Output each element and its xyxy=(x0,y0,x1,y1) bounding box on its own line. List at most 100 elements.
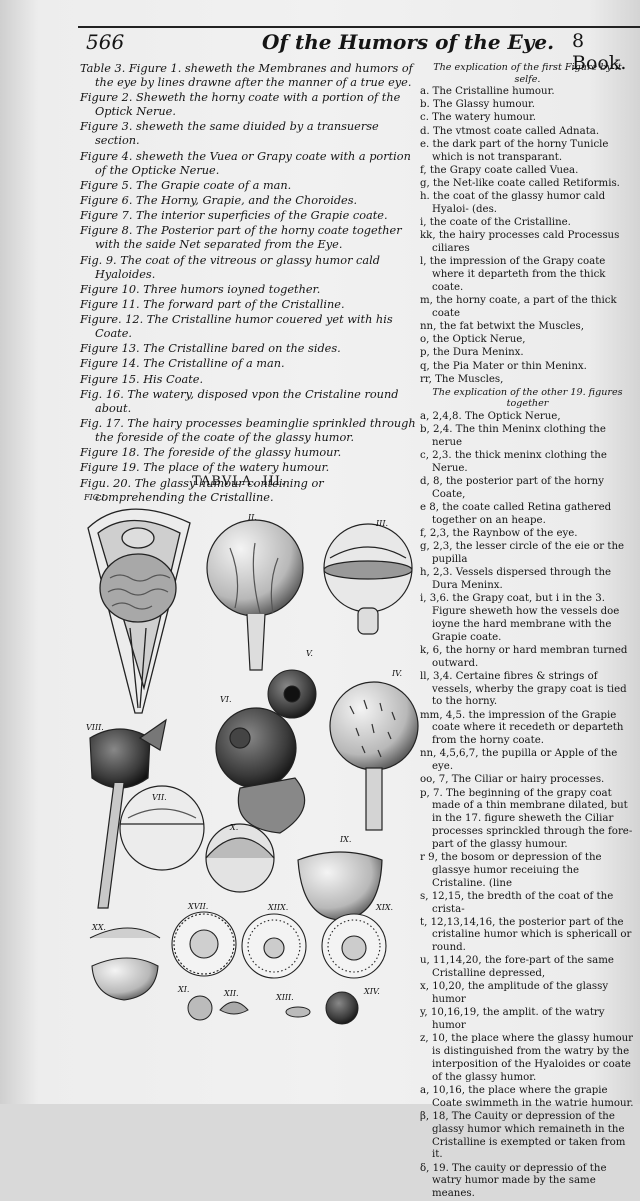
explication-column: The explication of the first Figure by i… xyxy=(420,62,635,1201)
explication-other-heading: The explication of the other 19. figures… xyxy=(432,386,623,410)
figure-caption: Figure 7. The interior superficies of th… xyxy=(80,209,388,223)
explication-item: k, 6, the horny or hard membran turned o… xyxy=(420,644,628,669)
explication-item: i, the coate of the Cristalline. xyxy=(420,217,571,229)
figure-caption: Figure 5. The Grapie coate of a man. xyxy=(80,178,292,192)
figure-17-label: XVII. xyxy=(187,902,208,911)
figure-caption: Figure 15. His Coate. xyxy=(80,372,204,386)
figure-17-hairy-processes: XVII. xyxy=(171,902,237,977)
explication-item: z, 10, the place where the glassy humour… xyxy=(420,1033,634,1083)
figure-14-cristalline-man: XIV. xyxy=(325,987,380,1025)
figure-14-label: XIV. xyxy=(363,987,380,996)
figure-caption: Fig. 17. The hairy processes beaminglie … xyxy=(80,417,416,444)
figure-caption: Figure 18. The foreside of the glassy hu… xyxy=(80,446,342,460)
explication-item: mm, 4,5. the impression of the Grapie co… xyxy=(420,709,624,747)
explication-first-heading: The explication of the first Figure by i… xyxy=(433,62,622,85)
running-title: Of the Humors of the Eye. xyxy=(262,30,555,54)
figure-caption: Figure 2. Sheweth the horny coate with a… xyxy=(80,91,401,119)
figure-8-label: VIII. xyxy=(86,723,104,732)
figure-caption: Figure 10. Three humors ioyned together. xyxy=(80,282,321,296)
explication-item: a, 2,4,8. The Optick Nerue, xyxy=(420,410,561,422)
figure-caption: Figure 6. The Horny, Grapie, and the Cho… xyxy=(80,193,358,207)
figure-20-label: XX. xyxy=(91,923,106,932)
explication-item: p, the Dura Meninx. xyxy=(420,347,524,359)
explication-item: rr, The Muscles, xyxy=(420,373,504,385)
figure-18-foreside-glassy: XIIX. xyxy=(241,903,307,979)
figure-19-watery-place: XIX. xyxy=(321,903,393,979)
explication-item: x, 10,20, the amplitude of the glassy hu… xyxy=(420,981,609,1006)
explication-item: s, 12,15, the bredth of the coat of the … xyxy=(420,890,614,915)
figure-10-three-humors: X. xyxy=(205,823,275,893)
explication-item: y, 10,16,19, the amplit. of the watry hu… xyxy=(420,1007,605,1032)
header-rule xyxy=(78,26,640,28)
figure-caption: Fig. 9. The coat of the vitreous or glas… xyxy=(80,253,380,281)
figure-8-posterior-horny: VIII. xyxy=(86,718,167,909)
figure-caption: Figure. 12. The Cristalline humor couere… xyxy=(80,313,393,341)
figure-caption: Table 3. Figure 1. sheweth the Membranes… xyxy=(80,62,413,89)
explication-item: d, 8, the posterior part of the horny Co… xyxy=(420,476,604,500)
explication-item: f, 2,3, the Raynbow of the eye. xyxy=(420,528,578,540)
explication-item: t, 12,13,14,16, the posterior part of th… xyxy=(420,916,632,954)
figure-18-label: XIIX. xyxy=(267,903,288,912)
figure-11-label: XI. xyxy=(177,985,189,994)
figure-1-eye-section: FIG.I. xyxy=(83,493,191,714)
figure-20-glassy-humour: XX. xyxy=(89,923,161,1001)
explication-other-list: a, 2,4,8. The Optick Nerue, b, 2,4. The t… xyxy=(420,411,635,1201)
explication-item: h. the coat of the glassy humor cald Hya… xyxy=(420,191,606,215)
explication-item: nn, the fat betwixt the Muscles, xyxy=(420,321,584,333)
explication-item: g, 2,3, the lesser circle of the eie or … xyxy=(420,541,625,566)
figure-caption: Figure 19. The place of the watery humou… xyxy=(80,461,330,475)
figure-caption: Figure 3. sheweth the same diuided by a … xyxy=(80,120,379,148)
explication-item: a, 10,16, the place where the grapie Coa… xyxy=(420,1085,634,1109)
book-number: 8 Book. xyxy=(572,30,627,74)
explication-item: kk, the hairy processes cald Processus c… xyxy=(420,230,620,255)
explication-item: f, the Grapy coate called Vuea. xyxy=(420,164,579,176)
explication-item: δ, 19. The cauity or depressio of the wa… xyxy=(420,1162,607,1200)
figure-5-grapie-coat: V. xyxy=(267,649,317,719)
figure-12-cristalline-coated: XII. xyxy=(219,989,249,1015)
explication-item: c. The watery humour. xyxy=(420,112,537,124)
figure-6-label: VI. xyxy=(220,695,231,704)
figure-caption: Figure 11. The forward part of the Crist… xyxy=(80,297,345,311)
explication-item: ll, 3,4. Certaine fibres & strings of ve… xyxy=(420,670,627,708)
figure-6-horny-grapie-choroides: VI. xyxy=(215,695,306,834)
explication-item: i, 3,6. the Grapy coat, but i in the 3. … xyxy=(420,593,620,643)
explication-item: β, 18, The Cauity or depression of the g… xyxy=(420,1110,626,1161)
explication-item: c, 2,3. the thick meninx clothing the Ne… xyxy=(420,450,607,474)
explication-item: m, the horny coate, a part of the thick … xyxy=(420,295,617,319)
figure-2-horny-coat: II. xyxy=(206,513,304,671)
figure-4-label: IV. xyxy=(391,669,402,678)
explication-item: oo, 7, The Ciliar or hairy processes. xyxy=(420,774,605,786)
figure-caption: Figu. 20. The glassy humour conteining o… xyxy=(80,476,324,504)
figure-9-hyaloides: IX. xyxy=(297,835,383,921)
figure-9-label: IX. xyxy=(339,835,351,844)
explication-item: e 8, the coate called Retina gathered to… xyxy=(420,502,612,526)
explication-item: nn, 4,5,6,7, the pupilla or Apple of the… xyxy=(420,748,618,773)
explication-item: g, the Net-like coate called Retiformis. xyxy=(420,177,620,189)
explication-item: q, the Pia Mater or thin Meninx. xyxy=(420,360,587,372)
anatomical-plate: FIG.I. II. III. V. IV. xyxy=(83,493,419,1025)
plate-title: TABVLA. III. xyxy=(192,474,287,489)
explication-item: u, 11,14,20, the fore-part of the same C… xyxy=(420,955,614,980)
explication-item: l, the impression of the Grapy coate whe… xyxy=(420,256,606,293)
explication-item: d. The vtmost coate called Adnata. xyxy=(420,125,600,137)
figure-11-cristalline-front: XI. xyxy=(177,985,213,1021)
figure-captions-column: Table 3. Figure 1. sheweth the Membranes… xyxy=(80,62,416,506)
figure-caption: Figure 13. The Cristalline bared on the … xyxy=(80,342,341,356)
figure-caption: Figure 4. sheweth the Vuea or Grapy coat… xyxy=(80,149,411,177)
figure-5-label: V. xyxy=(306,649,313,658)
figure-caption: Figure 14. The Cristalline of a man. xyxy=(80,357,285,371)
figure-12-label: XII. xyxy=(223,989,239,998)
explication-item: r 9, the bosom or depression of the glas… xyxy=(420,851,602,889)
figure-7-interior-grapie: VII. xyxy=(119,785,205,871)
explication-item: b. The Glassy humour. xyxy=(420,99,536,111)
explication-item: b, 2,4. The thin Meninx clothing the ner… xyxy=(420,424,606,448)
figure-7-label: VII. xyxy=(152,793,167,802)
figure-10-label: X. xyxy=(229,823,238,832)
explication-item: h, 2,3. Vessels dispersed through the Du… xyxy=(420,567,612,592)
figure-3-label: III. xyxy=(375,519,388,528)
figure-13-label: XIII. xyxy=(275,993,294,1002)
figure-3-section: III. xyxy=(323,519,413,635)
figure-4-vuea: IV. xyxy=(329,669,419,831)
figure-2-label: II. xyxy=(247,513,257,522)
